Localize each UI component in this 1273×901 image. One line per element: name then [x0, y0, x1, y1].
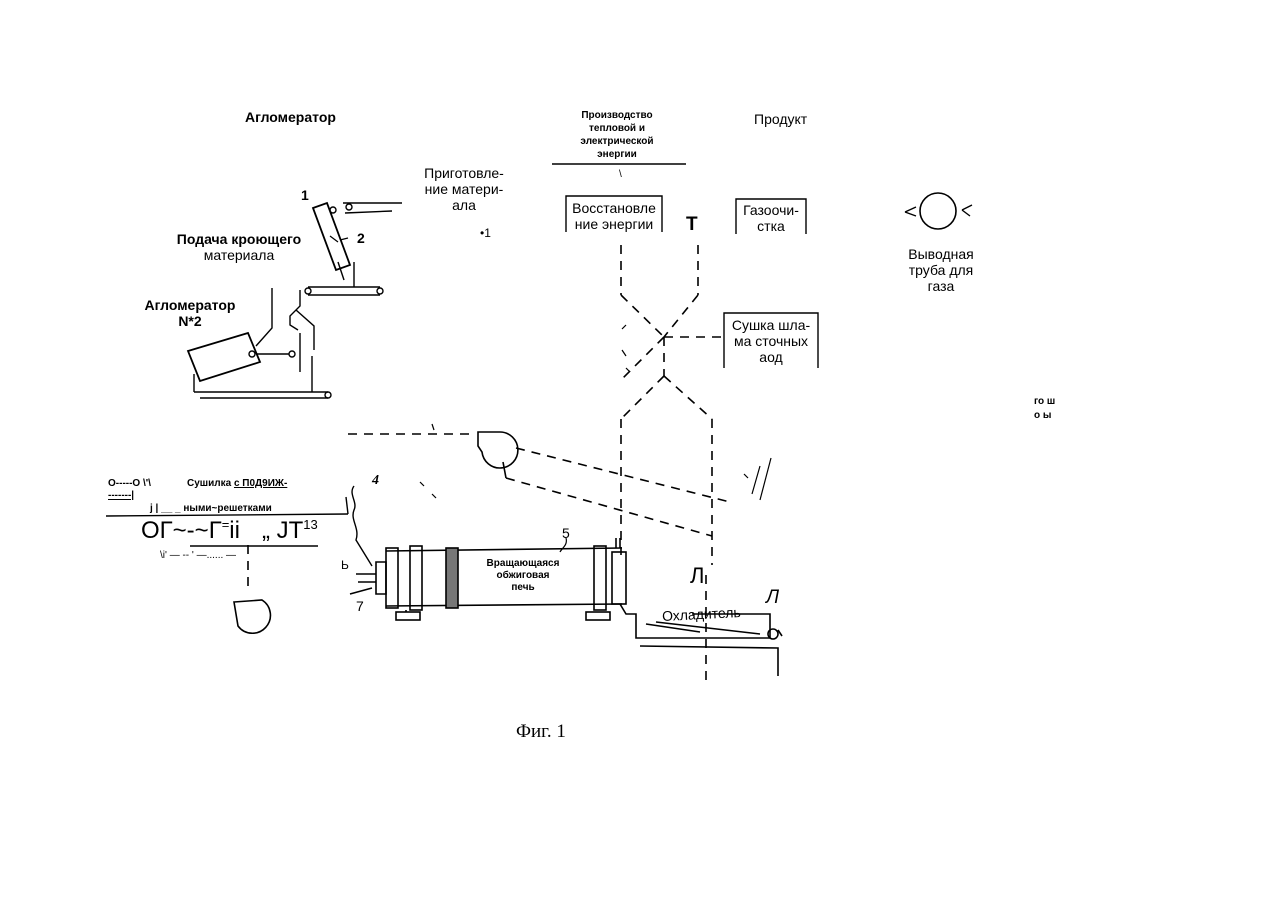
- energy-recovery-line-2: ние энергии: [566, 216, 662, 232]
- agglomerator-2-line-1: Агломератор: [140, 297, 240, 313]
- garbled-jt: „ JT: [262, 517, 303, 544]
- power-production-line-1: Производство: [566, 109, 668, 122]
- material-preparation-line-1: Приготовле-: [414, 165, 514, 181]
- gas-cleaning-line-1: Газоочи-: [736, 202, 806, 218]
- stray-marks: [420, 325, 771, 500]
- sludge-drying-line-1: Сушка шла-: [724, 317, 818, 333]
- bottom-belt-conveyor: [194, 374, 331, 398]
- ref-number-4: 4: [372, 473, 379, 489]
- sludge-drying-label: Сушка шла- ма сточных аод: [724, 317, 818, 369]
- dryer-dash-mark: -------|: [108, 490, 134, 502]
- l-mark-1: Л: [690, 563, 704, 588]
- power-mark: \: [619, 169, 622, 181]
- reference-leaders: [330, 236, 566, 552]
- exhaust-fan-symbol: [905, 193, 972, 229]
- garbled-under: \i' — -- ' —...... —: [160, 550, 236, 562]
- lower-fan: [234, 600, 270, 633]
- product-label: Продукт: [754, 111, 807, 127]
- material-preparation-line-3: ала: [414, 197, 514, 213]
- material-preparation-line-2: ние матери-: [414, 181, 514, 197]
- l-mark-2: Л: [766, 587, 779, 609]
- power-production-line-3: электрической: [566, 135, 668, 148]
- preparation-mark: •1: [480, 227, 491, 241]
- rotary-kiln-line-3: печь: [470, 582, 576, 594]
- power-production-label: Производство тепловой и электрической эн…: [566, 109, 668, 161]
- t-mark: T: [686, 214, 698, 236]
- material-preparation-label: Приготовле- ние матери- ала: [414, 165, 514, 213]
- top-belt-conveyor: [330, 203, 402, 213]
- ref-number-6: Ь: [341, 559, 349, 573]
- coating-feed-label: Подача кроющего материала: [176, 231, 302, 263]
- agglomerator-label: Агломератор: [245, 109, 336, 125]
- power-production-line-2: тепловой и: [566, 122, 668, 135]
- gas-cleaning-label: Газоочи- стка: [736, 202, 806, 236]
- ref-number-1: 1: [301, 187, 309, 203]
- figure-caption: Фиг. 1: [516, 721, 566, 743]
- ref-number-2: 2: [357, 230, 365, 246]
- dryer-left-mark: О-----О \'\: [108, 478, 151, 490]
- exhaust-pipe-line-1: Выводная: [890, 246, 992, 262]
- exhaust-pipe-line-3: газа: [890, 278, 992, 294]
- rotary-kiln-line-1: Вращающаяся: [470, 558, 576, 570]
- dryer-title: Сушилка с П0Д9ИЖ-: [187, 478, 287, 490]
- coating-feed-line-1: Подача кроющего: [176, 231, 302, 247]
- agglomerator-drum-1: [313, 203, 350, 280]
- sludge-drying-line-3: аод: [724, 349, 818, 365]
- exhaust-pipe-label: Выводная труба для газа: [890, 246, 992, 294]
- rotary-kiln-line-2: обжиговая: [470, 570, 576, 582]
- upper-fan: [478, 432, 518, 478]
- power-production-line-4: энергии: [566, 148, 668, 161]
- side-text: го ш о ы: [1034, 395, 1055, 423]
- agglomerator-2-line-2: N*2: [140, 313, 240, 329]
- dryer-title-underlined: с П0Д9ИЖ-: [234, 478, 287, 489]
- sludge-drying-line-2: ма сточных: [724, 333, 818, 349]
- ref-number-5: 5: [562, 525, 570, 541]
- garbled-ii: ii: [229, 517, 240, 544]
- side-text-line-2: о ы: [1034, 409, 1055, 423]
- side-text-line-1: го ш: [1034, 395, 1055, 409]
- ref-number-7: 7: [356, 598, 364, 614]
- exhaust-pipe-line-2: труба для: [890, 262, 992, 278]
- agglomerator-2-label: Агломератор N*2: [140, 297, 240, 329]
- rotary-kiln-label: Вращающаяся обжиговая печь: [470, 558, 576, 594]
- garbled-big: ОГ~-~Г: [141, 517, 222, 544]
- coating-feed-line-2: материала: [176, 247, 302, 263]
- agglomerator-drum-2: [188, 333, 312, 392]
- garbled-ocr-text: ОГ~-~Г=ii„ JT13: [141, 517, 318, 545]
- agglomerator-2-chute: [256, 288, 314, 352]
- energy-recovery-label: Восстановле ние энергии: [566, 200, 662, 234]
- dryer-title-prefix: Сушилка: [187, 478, 234, 489]
- gas-cleaning-line-2: стка: [736, 218, 806, 234]
- gas-duct-network: [248, 245, 730, 680]
- energy-recovery-line-1: Восстановле: [566, 200, 662, 216]
- garbled-13: 13: [303, 517, 317, 532]
- dryer-grates-label: j | __ _ ными~решетками: [150, 503, 272, 515]
